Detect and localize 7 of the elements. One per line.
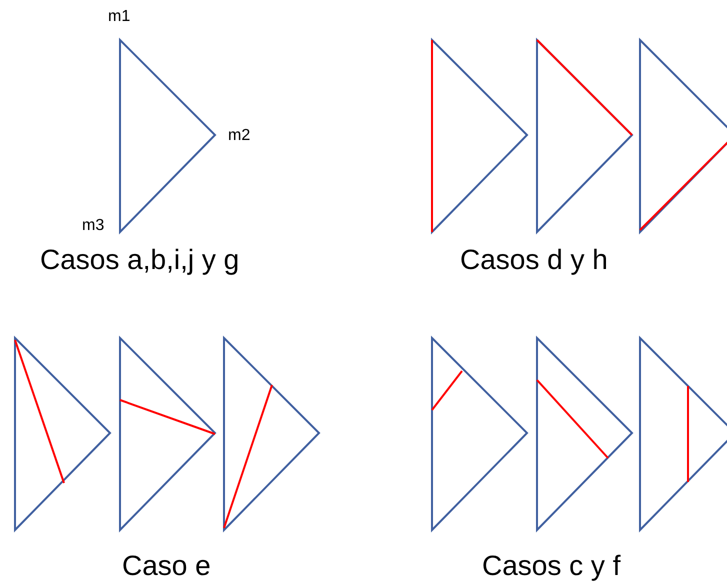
case-caption: Casos c y f: [482, 552, 620, 580]
vertex-label: m3: [82, 218, 104, 234]
case-caption: Casos d y h: [460, 246, 608, 274]
vertex-label: m2: [228, 128, 250, 144]
case-caption: Caso e: [122, 552, 211, 580]
case-caption: Casos a,b,i,j y g: [40, 246, 240, 274]
vertex-label: m1: [108, 9, 130, 25]
